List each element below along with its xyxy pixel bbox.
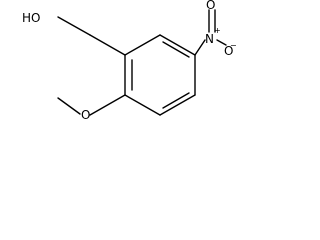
aromatic-double-bonds: [131, 41, 190, 109]
hydroxyl-label: HO: [22, 11, 40, 25]
ring-bond-5: [159, 94, 196, 116]
ch2-to-oh-bond: [57, 16, 91, 36]
ring-bond-1: [89, 34, 126, 56]
nitro-oxygen-top-label: O: [206, 0, 215, 12]
nitro-nitrogen-label: N: [205, 32, 214, 46]
chemical-structure: HO O N + O O −: [22, 0, 237, 122]
ring-bond-6: [124, 94, 161, 116]
double-bond-inner-3: [162, 92, 190, 109]
nitro-n-o-right-bond: [216, 39, 227, 46]
ring-to-nitro-bond: [194, 39, 206, 56]
double-bond-inner-2: [162, 41, 190, 58]
nitro-oxygen-right-label: O: [224, 44, 233, 58]
substituent-bonds: [57, 9, 227, 116]
ring-to-methoxy-bond: [89, 94, 126, 116]
nitro-oxygen-charge: −: [230, 41, 237, 50]
ring-bond-3: [159, 34, 196, 56]
ring-bond-2: [124, 34, 161, 56]
methoxy-methyl-bond: [57, 97, 81, 115]
benzene-ring: [89, 34, 196, 116]
nitro-nitrogen-charge: +: [214, 26, 221, 35]
methoxy-oxygen-label: O: [81, 108, 90, 122]
